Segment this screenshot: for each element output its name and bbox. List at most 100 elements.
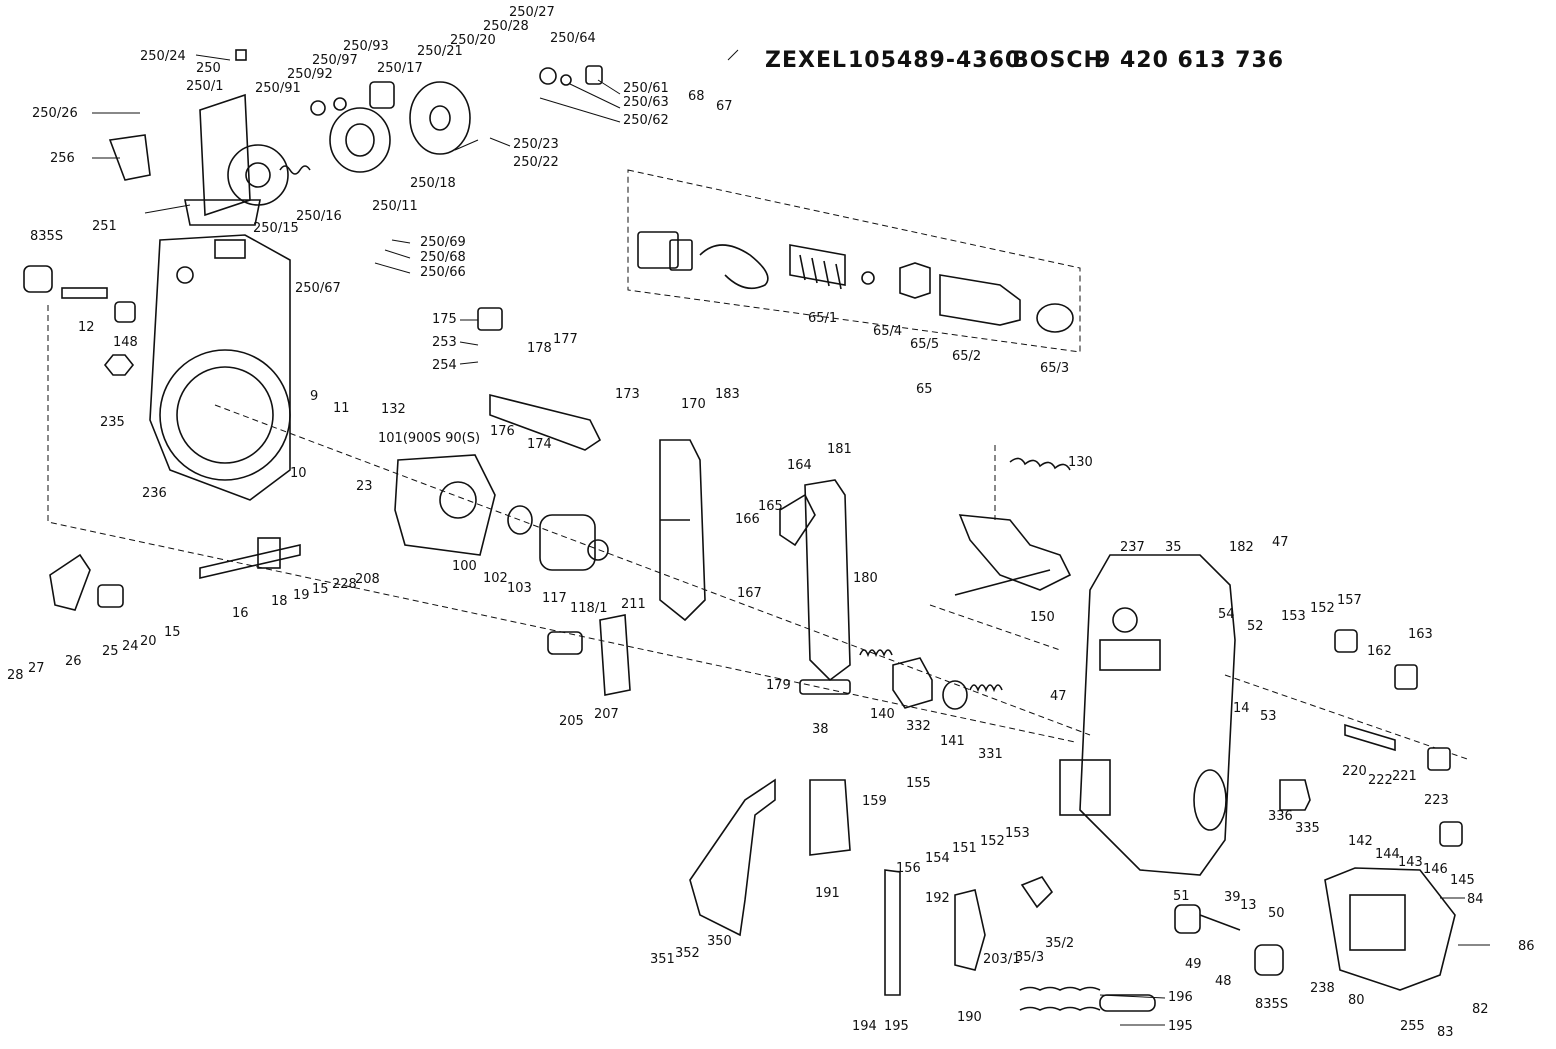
part-label: 103	[507, 581, 532, 596]
part-label: 51	[1173, 889, 1190, 904]
part-label: 250/26	[32, 106, 78, 121]
part-label: 15	[164, 625, 181, 640]
adjusting-screw-stack	[799, 649, 1003, 710]
alignment-line-right	[1224, 674, 1471, 761]
part-label: 164	[787, 458, 812, 473]
part-label: 18	[271, 594, 288, 609]
part-label: 25	[102, 644, 119, 659]
part-label: 192	[925, 891, 950, 906]
part-label: 203/1	[983, 952, 1020, 967]
part-label: 207	[594, 707, 619, 722]
part-label: 65/2	[952, 349, 981, 364]
part-label: 27	[28, 661, 45, 676]
part-label: 130	[1068, 455, 1093, 470]
part-label: 250/28	[483, 19, 529, 34]
part-label: 250/63	[623, 95, 669, 110]
part-label: 350	[707, 934, 732, 949]
part-label: 155	[906, 776, 931, 791]
leader-lines	[92, 49, 1490, 1026]
part-label: 175	[432, 312, 457, 327]
part-label: 250/22	[513, 155, 559, 170]
part-label: 181	[827, 442, 852, 457]
part-label: 228	[332, 577, 357, 592]
bosch-part-number: 9 420 613 736	[1095, 48, 1285, 73]
part-label: 82	[1472, 1002, 1489, 1017]
part-label: 144	[1375, 847, 1400, 862]
part-label: 140	[870, 707, 895, 722]
part-label: 26	[65, 654, 82, 669]
part-label: 250/67	[295, 281, 341, 296]
part-label: 153	[1281, 609, 1306, 624]
part-label: 250/91	[255, 81, 301, 96]
part-label: 163	[1408, 627, 1433, 642]
sensor-assembly-frame	[627, 169, 1081, 353]
part-label: 190	[957, 1010, 982, 1025]
part-label: 50	[1268, 906, 1285, 921]
sensor-connector-assembly	[637, 231, 1074, 333]
part-label: 145	[1450, 873, 1475, 888]
part-label: 255	[1400, 1019, 1425, 1034]
part-label: 222	[1368, 773, 1393, 788]
part-label: 53	[1260, 709, 1277, 724]
part-label: 835S	[1255, 997, 1288, 1012]
part-label: 250/68	[420, 250, 466, 265]
part-label: 191	[815, 886, 840, 901]
zexel-part-number: 105489-4360	[848, 48, 1022, 73]
part-label: 205	[559, 714, 584, 729]
part-label: 154	[925, 851, 950, 866]
part-label: 19	[293, 588, 310, 603]
part-label: 52	[1247, 619, 1264, 634]
part-label: 48	[1215, 974, 1232, 989]
part-label: 28	[7, 668, 24, 683]
part-label: 165	[758, 499, 783, 514]
part-label: 177	[553, 332, 578, 347]
part-label: 250	[196, 61, 221, 76]
part-label: 173	[615, 387, 640, 402]
governor-linkage	[49, 307, 1072, 696]
part-label: 238	[1310, 981, 1335, 996]
part-label: 35/2	[1045, 936, 1074, 951]
part-label: 23	[356, 479, 373, 494]
part-label: 182	[1229, 540, 1254, 555]
part-label: 250/21	[417, 44, 463, 59]
part-label: 143	[1398, 855, 1423, 870]
part-label: 221	[1392, 769, 1417, 784]
part-label: 332	[906, 719, 931, 734]
part-label: 196	[1168, 990, 1193, 1005]
part-label: 194	[852, 1019, 877, 1034]
part-label: 183	[715, 387, 740, 402]
part-label: 159	[862, 794, 887, 809]
part-label: 49	[1185, 957, 1202, 972]
zexel-brand: ZEXEL	[765, 48, 847, 73]
part-label: 237	[1120, 540, 1145, 555]
part-label: 16	[232, 606, 249, 621]
part-label: 250/97	[312, 53, 358, 68]
part-label: 65/3	[1040, 361, 1069, 376]
part-label: 10	[290, 466, 307, 481]
part-label: 235	[100, 415, 125, 430]
part-label: 47	[1272, 535, 1289, 550]
part-label: 250/61	[623, 81, 669, 96]
part-label: 223	[1424, 793, 1449, 808]
part-label: 166	[735, 512, 760, 527]
part-label: 141	[940, 734, 965, 749]
part-label: 38	[812, 722, 829, 737]
part-label: 253	[432, 335, 457, 350]
part-label: 157	[1337, 593, 1362, 608]
alignment-line-shaft	[214, 404, 1091, 736]
part-label: 35	[1165, 540, 1182, 555]
part-label: 236	[142, 486, 167, 501]
part-label: 351	[650, 952, 675, 967]
part-label: 167	[737, 586, 762, 601]
part-label: 151	[952, 841, 977, 856]
part-label: 250/11	[372, 199, 418, 214]
part-label: 250/17	[377, 61, 423, 76]
part-label: 9	[310, 389, 318, 404]
bosch-brand: BOSCH	[1012, 48, 1103, 73]
part-label: 208	[355, 572, 380, 587]
part-label: 102	[483, 571, 508, 586]
part-label: 250/69	[420, 235, 466, 250]
part-label: 178	[527, 341, 552, 356]
part-label: 148	[113, 335, 138, 350]
